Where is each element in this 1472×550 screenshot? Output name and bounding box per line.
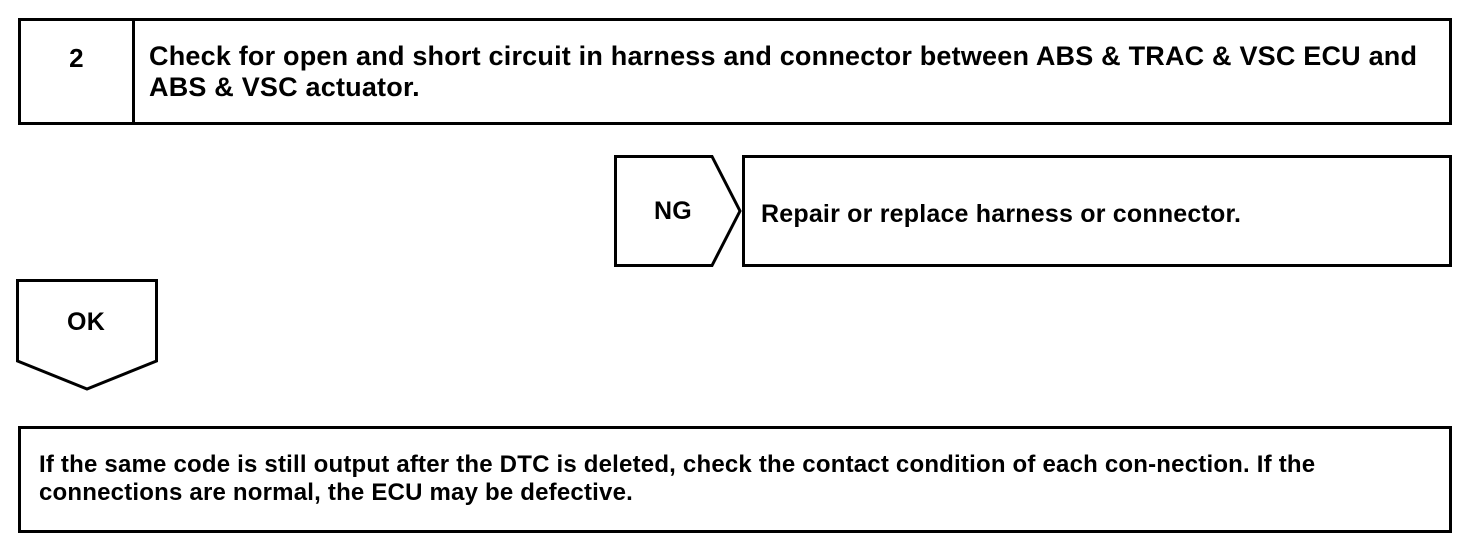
ng-arrow-shape <box>614 155 742 267</box>
ng-label: NG <box>654 197 692 225</box>
step-box: 2 Check for open and short circuit in ha… <box>18 18 1452 125</box>
note-box: If the same code is still output after t… <box>18 426 1452 533</box>
ng-result-box: Repair or replace harness or connector. <box>742 155 1452 267</box>
note-text: If the same code is still output after t… <box>39 451 1316 506</box>
step-number-cell: 2 <box>21 21 135 122</box>
ok-label: OK <box>67 308 105 336</box>
step-title: Check for open and short circuit in harn… <box>149 41 1418 102</box>
step-number: 2 <box>69 43 84 73</box>
ok-arrow-shape <box>16 279 158 391</box>
ng-result-text: Repair or replace harness or connector. <box>761 200 1242 228</box>
